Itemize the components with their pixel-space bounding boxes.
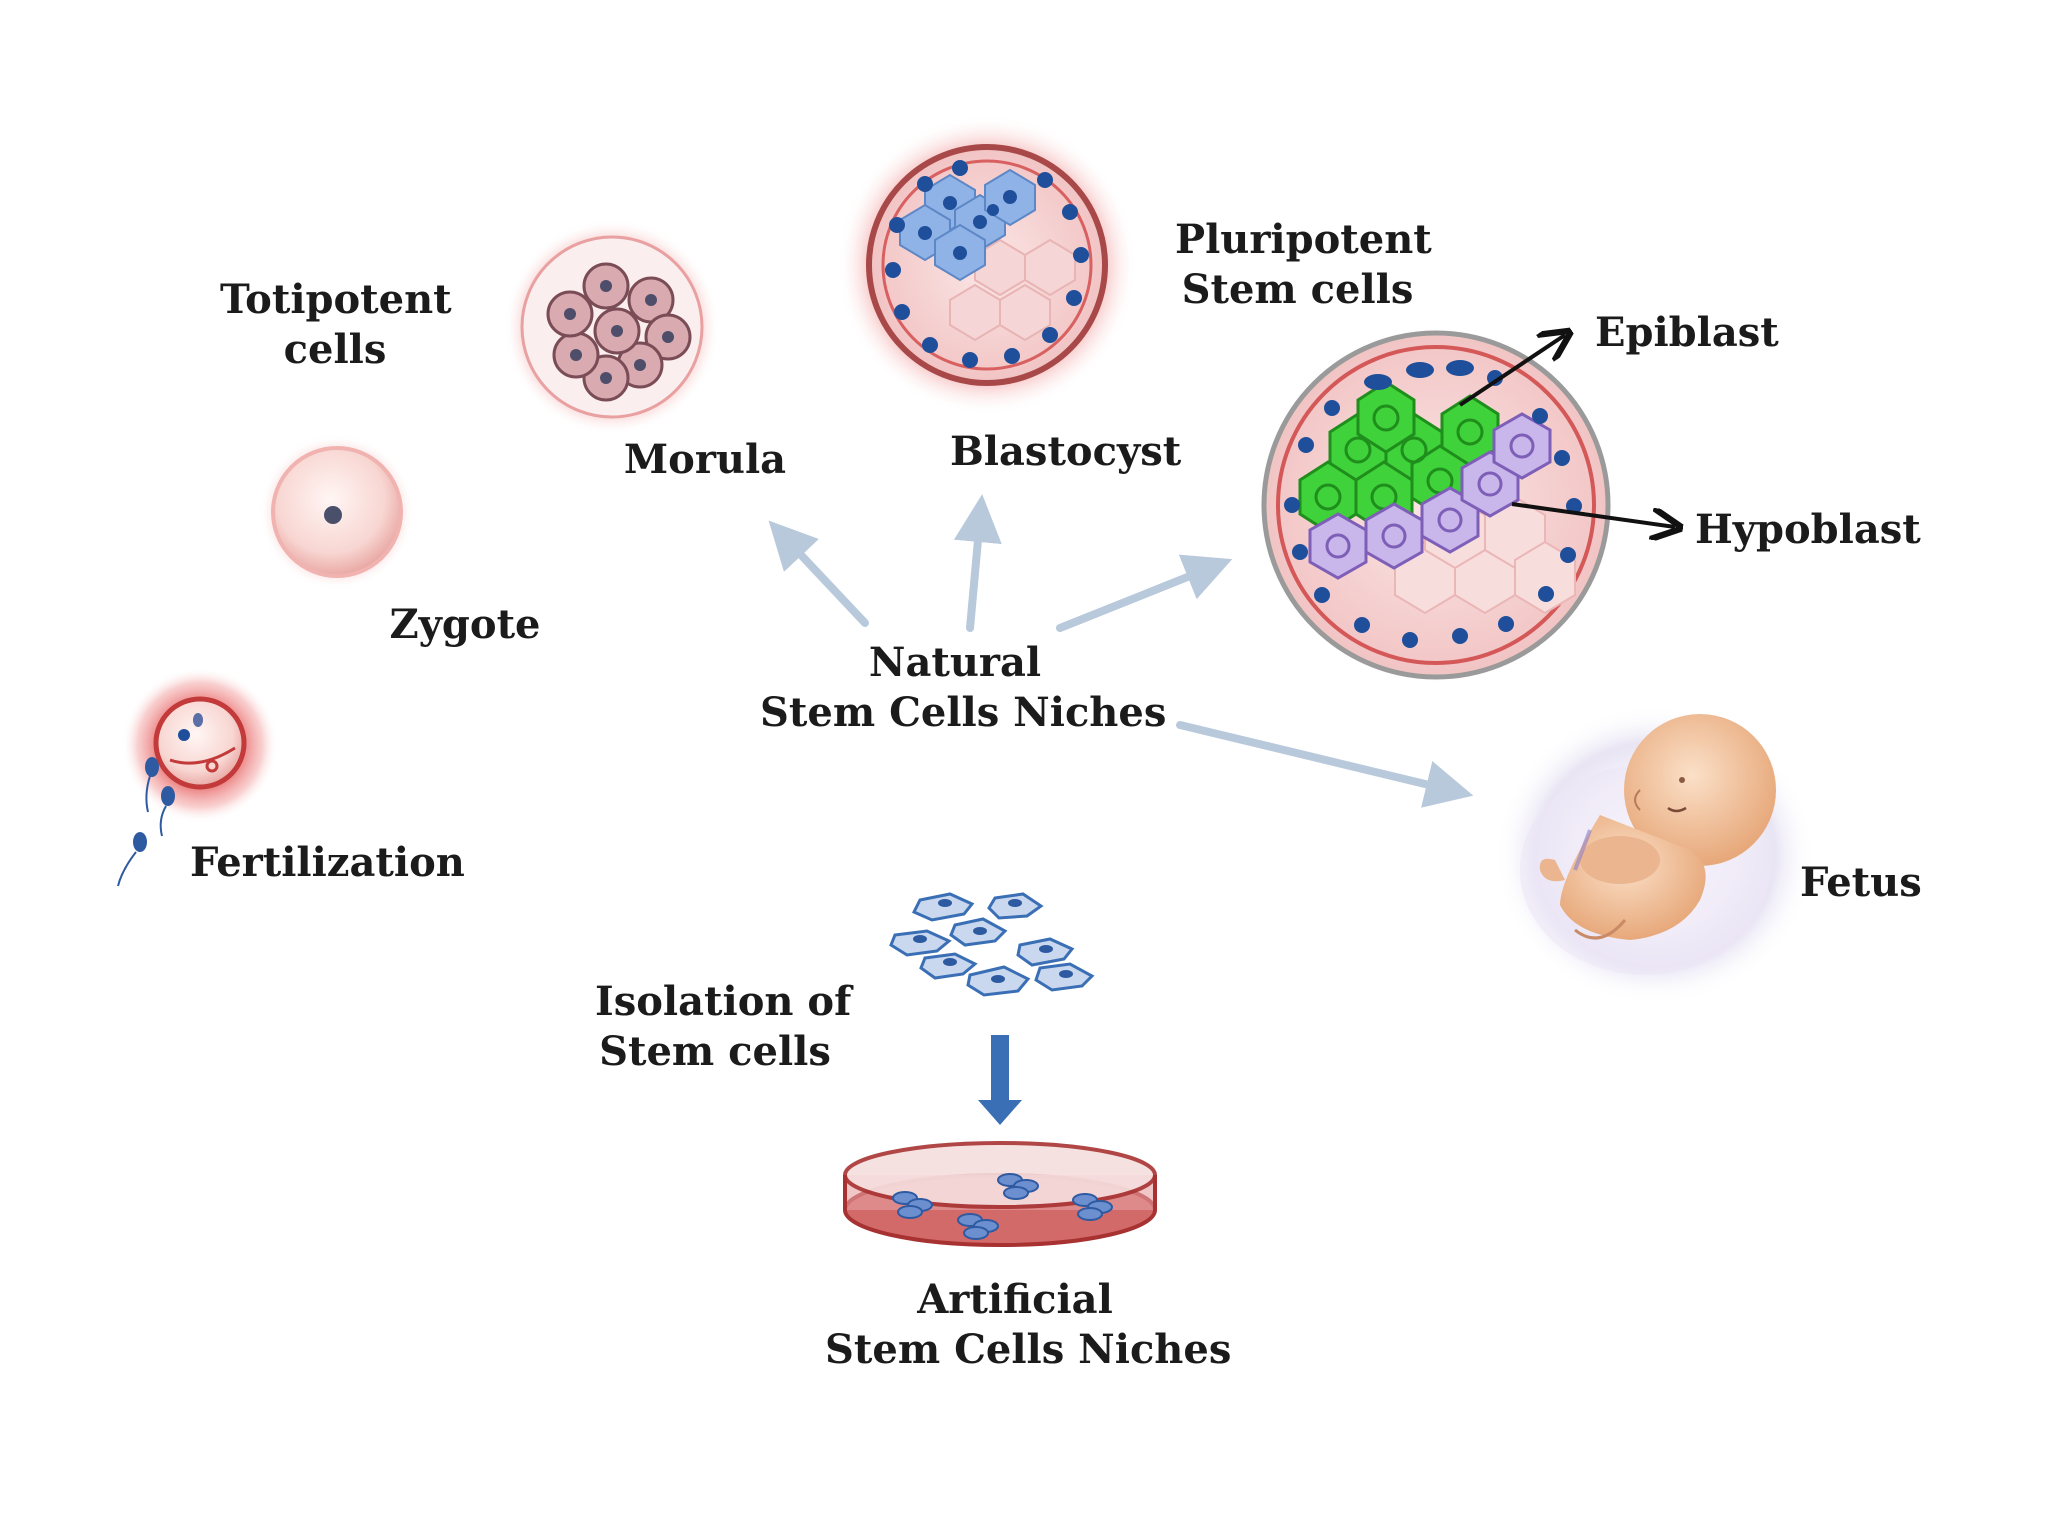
label-totipotent-cells: Totipotent cells xyxy=(220,275,452,375)
arrow-to-embryo-layers xyxy=(1056,554,1233,632)
label-pluripotent-line1: Pluripotent xyxy=(1175,216,1432,263)
label-totipotent-line1: Totipotent xyxy=(220,276,452,323)
epiblast-cells xyxy=(1298,380,1500,534)
embryo-layers-illustration xyxy=(1256,325,1616,685)
label-natural-stem-cells-niches: Natural Stem Cells Niches xyxy=(760,638,1167,738)
fetus-illustration xyxy=(1495,705,1815,1005)
label-blastocyst: Blastocyst xyxy=(950,428,1182,475)
label-artificial-line2: Stem Cells Niches xyxy=(825,1326,1232,1373)
isolation-down-arrow xyxy=(978,1035,1022,1125)
epiblast-pointer-arrow xyxy=(1458,335,1565,407)
label-fetus: Fetus xyxy=(1800,859,1922,906)
sperm-cells xyxy=(117,757,175,887)
label-isolation-of-stem-cells: Isolation of Stem cells xyxy=(595,977,852,1077)
label-isolation-line2: Stem cells xyxy=(599,1028,831,1075)
niche-arrows xyxy=(768,494,1474,808)
label-pluripotent-line2: Stem cells xyxy=(1181,266,1414,313)
hypoblast-cells xyxy=(1308,412,1552,580)
petri-dish-illustration xyxy=(843,1141,1157,1247)
label-isolation-line1: Isolation of xyxy=(595,978,852,1025)
label-totipotent-line2: cells xyxy=(283,326,387,373)
morula-illustration xyxy=(504,219,720,435)
arrow-to-blastocyst xyxy=(953,494,1002,632)
blastocyst-trophoblast-nuclei xyxy=(885,160,1089,368)
trophoblast-nuclei xyxy=(1284,360,1582,648)
fertilization-illustration xyxy=(117,667,278,887)
zygote-illustration xyxy=(259,434,415,590)
isolated-stem-cells xyxy=(889,892,1095,997)
label-hypoblast: Hypoblast xyxy=(1695,506,1921,553)
label-epiblast: Epiblast xyxy=(1595,309,1779,356)
arrow-to-morula xyxy=(768,520,869,627)
label-pluripotent-stem-cells: Pluripotent Stem cells xyxy=(1175,215,1432,315)
cultured-cell-colonies xyxy=(892,1173,1113,1240)
label-morula: Morula xyxy=(623,436,787,483)
label-fertilization: Fertilization xyxy=(190,839,465,886)
label-natural-line2: Stem Cells Niches xyxy=(760,689,1167,736)
blastocyst-illustration xyxy=(837,115,1137,415)
label-artificial-stem-cells-niches: Artificial Stem Cells Niches xyxy=(825,1275,1232,1375)
label-zygote: Zygote xyxy=(389,601,541,648)
arrow-to-fetus xyxy=(1176,721,1474,808)
hypoblast-pointer-arrow xyxy=(1511,502,1675,527)
label-natural-line1: Natural xyxy=(868,639,1042,686)
label-artificial-line1: Artificial xyxy=(917,1276,1113,1323)
